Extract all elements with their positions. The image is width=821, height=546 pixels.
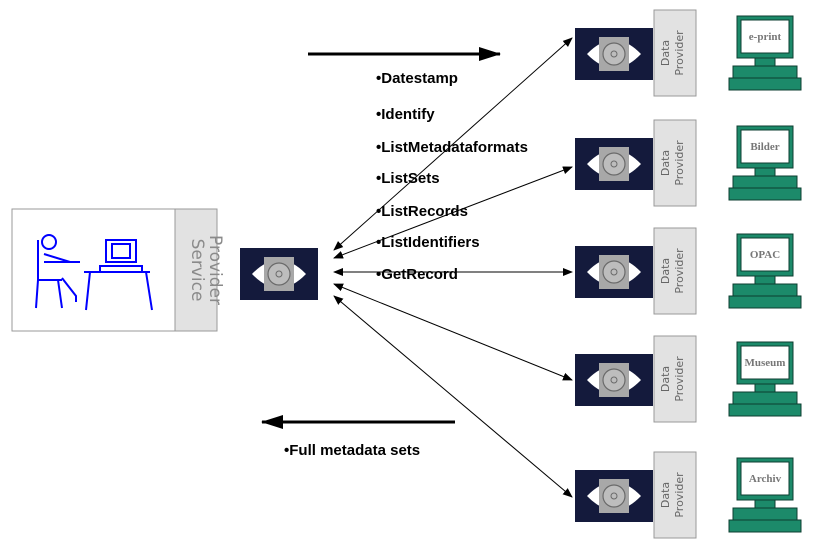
verb-getrecord: •GetRecord <box>376 266 458 283</box>
node-disc-icon <box>602 42 626 66</box>
data-provider-label-line2: Provider <box>673 472 686 518</box>
service-provider-label-box <box>174 208 218 332</box>
data-provider-label-box <box>653 335 697 423</box>
data-provider-label-line2: Provider <box>673 30 686 76</box>
connectors <box>333 37 573 498</box>
data-provider-1: Data Provider e-print <box>575 9 802 97</box>
data-provider-label-box <box>653 227 697 315</box>
computer-terminal-icon: OPAC <box>728 233 802 309</box>
computer-terminal-icon: e-print <box>728 15 802 91</box>
service-provider-label-line1: Service <box>187 239 207 302</box>
terminal-screen-text: OPAC <box>750 249 780 261</box>
workstation-frame <box>11 208 176 332</box>
terminal-screen-text: e-print <box>749 31 782 43</box>
protocol-verbs: •Datestamp •Identify •ListMetadataformat… <box>376 70 528 283</box>
data-provider-label-line1: Data <box>659 150 672 176</box>
verb-datestamp: •Datestamp <box>376 70 458 87</box>
service-provider: Service Provider <box>11 208 225 332</box>
connector-5 <box>333 295 573 498</box>
terminal-screen-text: Archiv <box>749 473 782 485</box>
computer-terminal-icon: Archiv <box>728 457 802 533</box>
node-disc-icon <box>267 262 291 286</box>
verb-listidentifiers: •ListIdentifiers <box>376 234 480 251</box>
data-provider-label-line2: Provider <box>673 248 686 294</box>
verb-listrecords: •ListRecords <box>376 203 468 220</box>
data-provider-4: Data Provider Museum <box>575 335 802 423</box>
verb-listmetadataformats: •ListMetadataformats <box>376 139 528 156</box>
data-provider-label-line1: Data <box>659 258 672 284</box>
computer-terminal-icon: Museum <box>728 341 802 417</box>
data-provider-label-box <box>653 451 697 539</box>
data-provider-5: Data Provider Archiv <box>575 451 802 539</box>
data-provider-label-line1: Data <box>659 40 672 66</box>
response-label: •Full metadata sets <box>284 442 420 459</box>
terminal-screen-text: Museum <box>745 357 786 369</box>
data-provider-3: Data Provider OPAC <box>575 227 802 315</box>
terminal-screen-text: Bilder <box>750 141 779 153</box>
person-at-desk-icon <box>35 234 153 311</box>
verb-listsets: •ListSets <box>376 170 440 187</box>
node-disc-icon <box>602 260 626 284</box>
computer-terminal-icon: Bilder <box>728 125 802 201</box>
node-disc-icon <box>602 484 626 508</box>
data-provider-label-line2: Provider <box>673 140 686 186</box>
data-provider-2: Data Provider Bilder <box>575 119 802 207</box>
verb-identify: •Identify <box>376 106 435 123</box>
connector-4 <box>333 283 573 381</box>
node-disc-icon <box>602 368 626 392</box>
data-provider-label-line1: Data <box>659 482 672 508</box>
node-disc-icon <box>602 152 626 176</box>
connector-2 <box>333 166 573 259</box>
data-provider-label-line1: Data <box>659 366 672 392</box>
data-provider-label-box <box>653 119 697 207</box>
data-provider-label-line2: Provider <box>673 356 686 402</box>
data-provider-label-box <box>653 9 697 97</box>
service-provider-label-line2: Provider <box>205 235 225 305</box>
service-provider-node <box>240 248 318 300</box>
